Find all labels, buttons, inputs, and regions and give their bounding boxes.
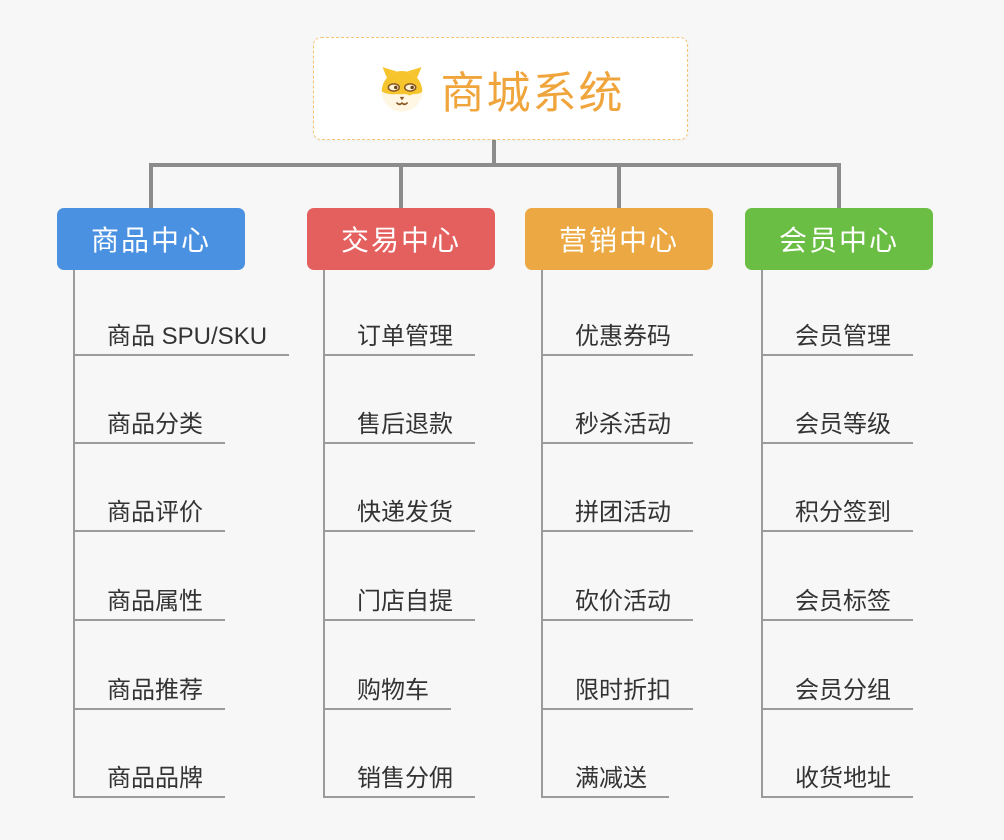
leaf-label: 积分签到	[795, 499, 891, 526]
leaf-label: 商品 SPU/SKU	[107, 323, 268, 350]
leaf-label: 拼团活动	[575, 499, 671, 526]
branch-node[interactable]: 商品中心	[57, 208, 245, 270]
leaf-label: 商品评价	[107, 499, 203, 526]
branch-label: 营销中心	[558, 225, 679, 256]
leaf-node[interactable]: 门店自提	[323, 585, 475, 621]
leaf-label: 商品属性	[107, 588, 203, 615]
connector-line	[149, 167, 153, 208]
leaf-label: 收货地址	[795, 765, 891, 792]
branch-node[interactable]: 营销中心	[525, 208, 713, 270]
branch-connector-line	[73, 270, 75, 798]
leaf-label: 门店自提	[357, 588, 453, 615]
leaf-node[interactable]: 商品推荐	[73, 674, 225, 710]
leaf-node[interactable]: 商品 SPU/SKU	[73, 320, 290, 356]
connector-line	[399, 167, 403, 208]
leaf-node[interactable]: 积分签到	[761, 496, 913, 532]
leaf-label: 会员等级	[795, 411, 891, 438]
leaf-label: 订单管理	[357, 323, 453, 350]
leaf-node[interactable]: 拼团活动	[541, 496, 693, 532]
leaf-label: 商品分类	[107, 411, 203, 438]
leaf-node[interactable]: 售后退款	[323, 408, 475, 444]
connector-line	[617, 167, 621, 208]
branch-label: 会员中心	[778, 225, 899, 256]
leaf-label: 会员管理	[795, 323, 891, 350]
leaf-node[interactable]: 商品评价	[73, 496, 225, 532]
leaf-label: 秒杀活动	[575, 411, 671, 438]
root-title: 商城系统	[440, 68, 625, 118]
branch-label: 商品中心	[90, 225, 211, 256]
leaf-node[interactable]: 商品品牌	[73, 762, 225, 798]
leaf-label: 商品品牌	[107, 765, 203, 792]
leaf-label: 限时折扣	[575, 677, 671, 704]
leaf-node[interactable]: 秒杀活动	[541, 408, 693, 444]
leaf-node[interactable]: 快递发货	[323, 496, 475, 532]
branch-node[interactable]: 会员中心	[745, 208, 933, 270]
branch-node[interactable]: 交易中心	[307, 208, 495, 270]
leaf-label: 售后退款	[357, 411, 453, 438]
dog-face-icon	[377, 64, 427, 114]
leaf-label: 会员分组	[795, 677, 891, 704]
leaf-node[interactable]: 商品属性	[73, 585, 225, 621]
connector-line	[837, 167, 841, 208]
leaf-node[interactable]: 限时折扣	[541, 674, 693, 710]
leaf-node[interactable]: 满减送	[541, 762, 669, 798]
root-node[interactable]: 商城系统	[313, 37, 688, 140]
leaf-node[interactable]: 砍价活动	[541, 585, 693, 621]
leaf-label: 会员标签	[795, 588, 891, 615]
branch-connector-line	[761, 270, 763, 798]
leaf-label: 商品推荐	[107, 677, 203, 704]
branch-connector-line	[323, 270, 325, 798]
leaf-label: 购物车	[357, 677, 429, 704]
leaf-node[interactable]: 收货地址	[761, 762, 913, 798]
leaf-node[interactable]: 订单管理	[323, 320, 475, 356]
connector-line	[149, 163, 841, 167]
connector-line	[492, 140, 496, 167]
branch-connector-line	[541, 270, 543, 798]
leaf-label: 快递发货	[357, 499, 453, 526]
leaf-node[interactable]: 优惠券码	[541, 320, 693, 356]
leaf-label: 优惠券码	[575, 323, 671, 350]
leaf-node[interactable]: 会员管理	[761, 320, 913, 356]
leaf-node[interactable]: 购物车	[323, 674, 451, 710]
leaf-label: 满减送	[575, 765, 647, 792]
leaf-node[interactable]: 会员标签	[761, 585, 913, 621]
leaf-node[interactable]: 会员分组	[761, 674, 913, 710]
leaf-node[interactable]: 销售分佣	[323, 762, 475, 798]
leaf-label: 砍价活动	[575, 588, 671, 615]
leaf-label: 销售分佣	[357, 765, 453, 792]
leaf-node[interactable]: 会员等级	[761, 408, 913, 444]
leaf-node[interactable]: 商品分类	[73, 408, 225, 444]
branch-label: 交易中心	[340, 225, 461, 256]
